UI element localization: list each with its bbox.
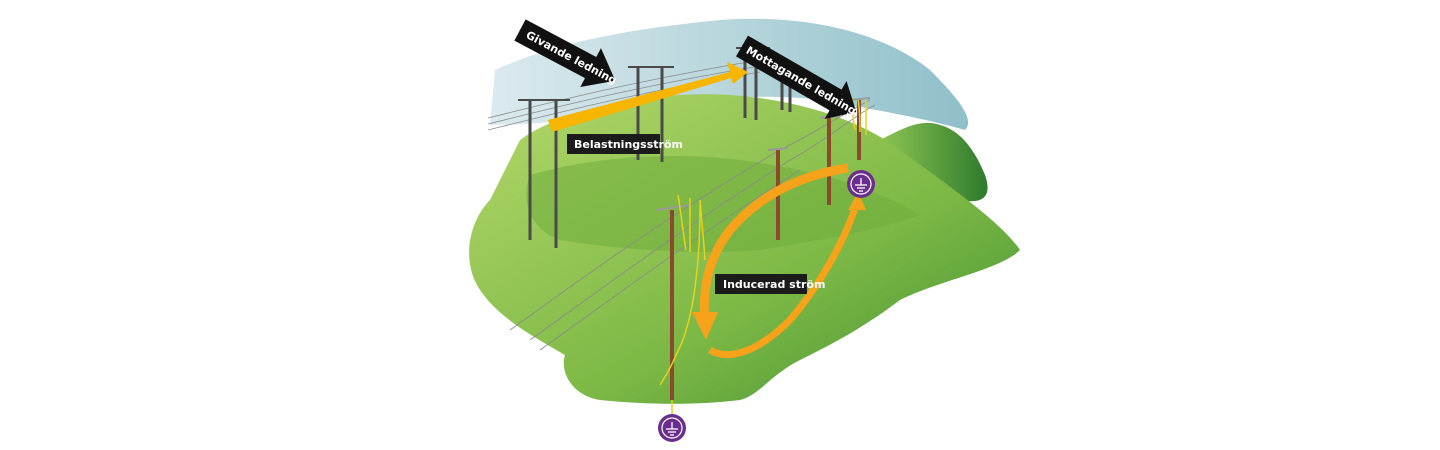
induced-current-arrow-up	[708, 203, 860, 358]
induced-current-arrow-down	[699, 163, 849, 321]
induced-arrowhead-up	[848, 192, 866, 210]
load-current-arrow	[548, 62, 748, 132]
back-hill-right	[880, 122, 988, 202]
inducerad-strom-label-box: Inducerad ström	[715, 274, 825, 294]
earthing-cables	[659, 97, 867, 415]
belastningsstrom-label: Belastningsström	[574, 138, 683, 151]
inducerad-strom-label: Inducerad ström	[723, 278, 825, 291]
earth-ground-icon	[847, 170, 875, 198]
induced-arrowhead-down	[692, 312, 718, 340]
earth-ground-icon	[658, 414, 686, 442]
belastningsstrom-label-box: Belastningsström	[567, 134, 683, 154]
